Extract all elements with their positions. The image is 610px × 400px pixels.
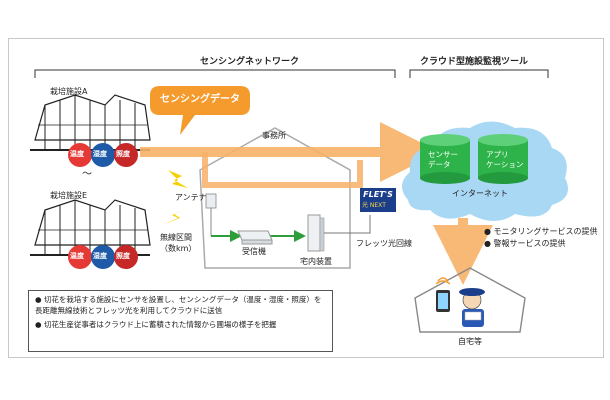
home-device-icon: [307, 214, 325, 252]
sensor-temp-e-label: 温度: [70, 252, 84, 260]
sensing-network-header: センシングネットワーク: [200, 57, 300, 67]
sensor-lux-e-label: 照度: [116, 252, 130, 260]
sensor-data-db-icon: [420, 134, 470, 184]
sensor-lux-a-label: 照度: [116, 150, 130, 158]
farmer-icon: [459, 288, 485, 327]
sensing-data-bubble: [150, 86, 250, 135]
ellipsis-mark: 〜: [82, 169, 92, 180]
application-db-label: アプリ ケーション: [486, 150, 524, 169]
service-monitoring-text: モニタリングサービスの提供: [493, 227, 598, 236]
service-alarm-text: 警報サービスの提供: [493, 239, 566, 248]
sensor-temp-e: [68, 245, 92, 269]
sensing-network-bracket: [34, 69, 396, 78]
sensor-hum-a: [91, 143, 115, 167]
lightning-icon-e: [162, 208, 190, 225]
note-item-2: ● 切花生産従事者はクラウド上に蓄積された情報から圃場の様子を把握: [35, 320, 277, 329]
application-db-icon: [478, 134, 528, 184]
home-label: 自宅等: [458, 337, 482, 346]
office-building: [199, 127, 351, 269]
sensor-hum-a-label: 湿度: [93, 150, 107, 158]
cloud-tool-header: クラウド型施設監視ツール: [420, 57, 529, 67]
wireless-label: 無線区間: [160, 233, 192, 242]
orange-arrow-branch: [202, 152, 363, 188]
receiver-label: 受信機: [242, 247, 266, 256]
flets-logo-text: FLET'S: [363, 190, 393, 199]
facility-a-label: 栽培施設A: [50, 87, 88, 96]
sensor-temp-a: [68, 143, 92, 167]
diagram-frame: [8, 38, 604, 358]
tablet-icon: [436, 290, 450, 312]
note-text-1: 切花を栽培する施設にセンサを設置し、センシングデータ（温度・湿度・照度）を長距離…: [35, 295, 322, 315]
service-alarm: ● 警報サービスの提供: [484, 239, 566, 248]
antenna-icon: [205, 193, 217, 209]
sensor-hum-e: [91, 245, 115, 269]
greenhouse-e-icon: [30, 199, 151, 256]
flets-logo: FLET'S: [360, 188, 396, 212]
internet-label: インターネット: [452, 189, 508, 198]
wireless-range: （数km）: [160, 244, 197, 253]
sensing-data-label: センシングデータ: [160, 94, 240, 105]
office-label: 事務所: [262, 131, 286, 140]
lightning-icon-a: [168, 170, 188, 188]
wifi-icon: [435, 277, 451, 285]
antenna-label: アンテナ: [175, 193, 207, 202]
sensor-temp-a-label: 温度: [70, 150, 84, 158]
notes-box: ● 切花を栽培する施設にセンサを設置し、センシングデータ（温度・湿度・照度）を長…: [28, 290, 333, 352]
note-text-2: 切花生産従事者はクラウド上に蓄積された情報から圃場の様子を把握: [43, 320, 277, 329]
home-house: [414, 267, 526, 333]
note-item-1: ● 切花を栽培する施設にセンサを設置し、センシングデータ（温度・湿度・照度）を長…: [35, 295, 322, 315]
flets-line-label: フレッツ光回線: [356, 239, 412, 248]
receiver-icon: [237, 230, 273, 245]
home-device-label: 宅内装置: [300, 257, 332, 266]
sensor-lux-e: [114, 245, 138, 269]
cloud-tool-bracket: [409, 69, 549, 78]
sensor-lux-a: [114, 143, 138, 167]
flets-sub-logo: 光 NEXT: [362, 202, 386, 209]
facility-e-label: 栽培施設E: [50, 191, 88, 200]
sensor-hum-e-label: 湿度: [93, 252, 107, 260]
service-monitoring: ● モニタリングサービスの提供: [484, 227, 598, 236]
sensor-data-db-label: センサー データ: [428, 150, 458, 169]
device-to-flets-line: [324, 215, 371, 234]
greenhouse-a-icon: [30, 94, 151, 151]
